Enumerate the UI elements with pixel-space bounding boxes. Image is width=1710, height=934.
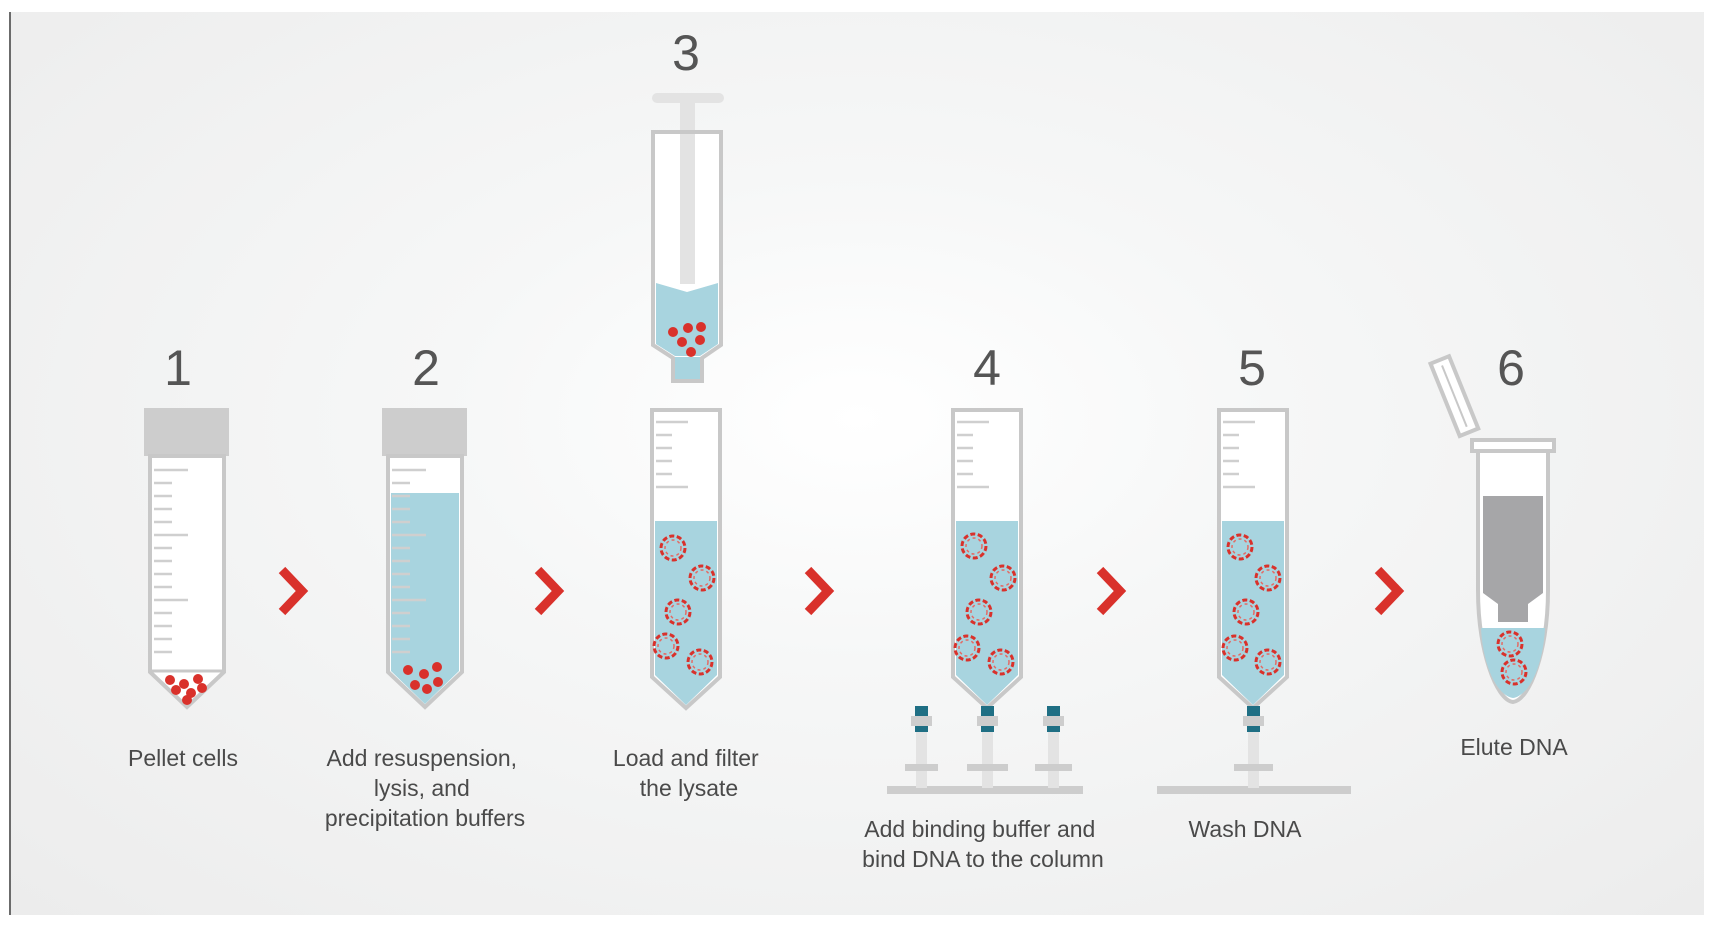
graduation-ticks: [392, 468, 426, 654]
chevron-right-icon: [534, 566, 565, 616]
vacuum-manifold-icon: [887, 706, 1083, 794]
step-6-number: 6: [1497, 340, 1525, 396]
step-2: 2: [325, 340, 525, 831]
manifold-port-2: [967, 706, 1008, 788]
graduation-ticks: [957, 420, 989, 489]
step-3-caption: Load and filter the lysate: [613, 745, 765, 801]
eluate-liquid: [1481, 628, 1545, 698]
step-arrows: [278, 566, 1405, 616]
step-1: 1: [128, 340, 238, 771]
step-4: 4: [862, 340, 1104, 872]
step-1-caption: Pellet cells: [128, 745, 238, 771]
step-5: 5: [1157, 340, 1351, 842]
step-5-caption: Wash DNA: [1189, 816, 1303, 842]
cell-pellet: [165, 674, 207, 705]
step-2-caption: Add resuspension, lysis, and precipitati…: [325, 745, 525, 831]
syringe-plunger-handle: [652, 93, 724, 103]
syringe-icon: [651, 93, 724, 383]
step-5-number: 5: [1238, 340, 1266, 396]
chevron-right-icon: [1096, 566, 1127, 616]
step-4-caption: Add binding buffer and bind DNA to the c…: [862, 816, 1104, 872]
syringe-cells: [668, 322, 706, 357]
graduation-ticks: [1223, 420, 1255, 489]
lysate-liquid: [656, 283, 718, 356]
step-3-number: 3: [672, 25, 700, 81]
step-2-number: 2: [412, 340, 440, 396]
step-4-number: 4: [973, 340, 1001, 396]
tube-cap: [382, 408, 467, 456]
spin-column-icon: [650, 408, 722, 711]
step-1-number: 1: [164, 340, 192, 396]
graduation-ticks: [154, 468, 188, 654]
spin-filter-insert: [1483, 496, 1543, 622]
step-6: 6 Elute DNA: [1427, 340, 1568, 760]
vacuum-manifold-icon: [1157, 706, 1351, 794]
step-3: 3: [613, 25, 765, 801]
cell-debris: [403, 662, 443, 694]
manifold-port-3: [1035, 706, 1072, 788]
spin-column-icon: [1217, 408, 1289, 711]
diagram-background: [9, 12, 1704, 915]
step-6-caption: Elute DNA: [1460, 734, 1568, 760]
spin-column-icon: [951, 408, 1023, 711]
chevron-right-icon: [278, 566, 309, 616]
chevron-right-icon: [1374, 566, 1405, 616]
conical-tube-icon: [382, 408, 467, 710]
conical-tube-icon: [144, 408, 229, 710]
microcentrifuge-tube-icon: [1427, 353, 1556, 705]
tube-lid: [1427, 353, 1481, 439]
tube-cap: [144, 408, 229, 456]
chevron-right-icon: [804, 566, 835, 616]
graduation-ticks: [656, 420, 688, 489]
manifold-port-1: [905, 706, 938, 788]
